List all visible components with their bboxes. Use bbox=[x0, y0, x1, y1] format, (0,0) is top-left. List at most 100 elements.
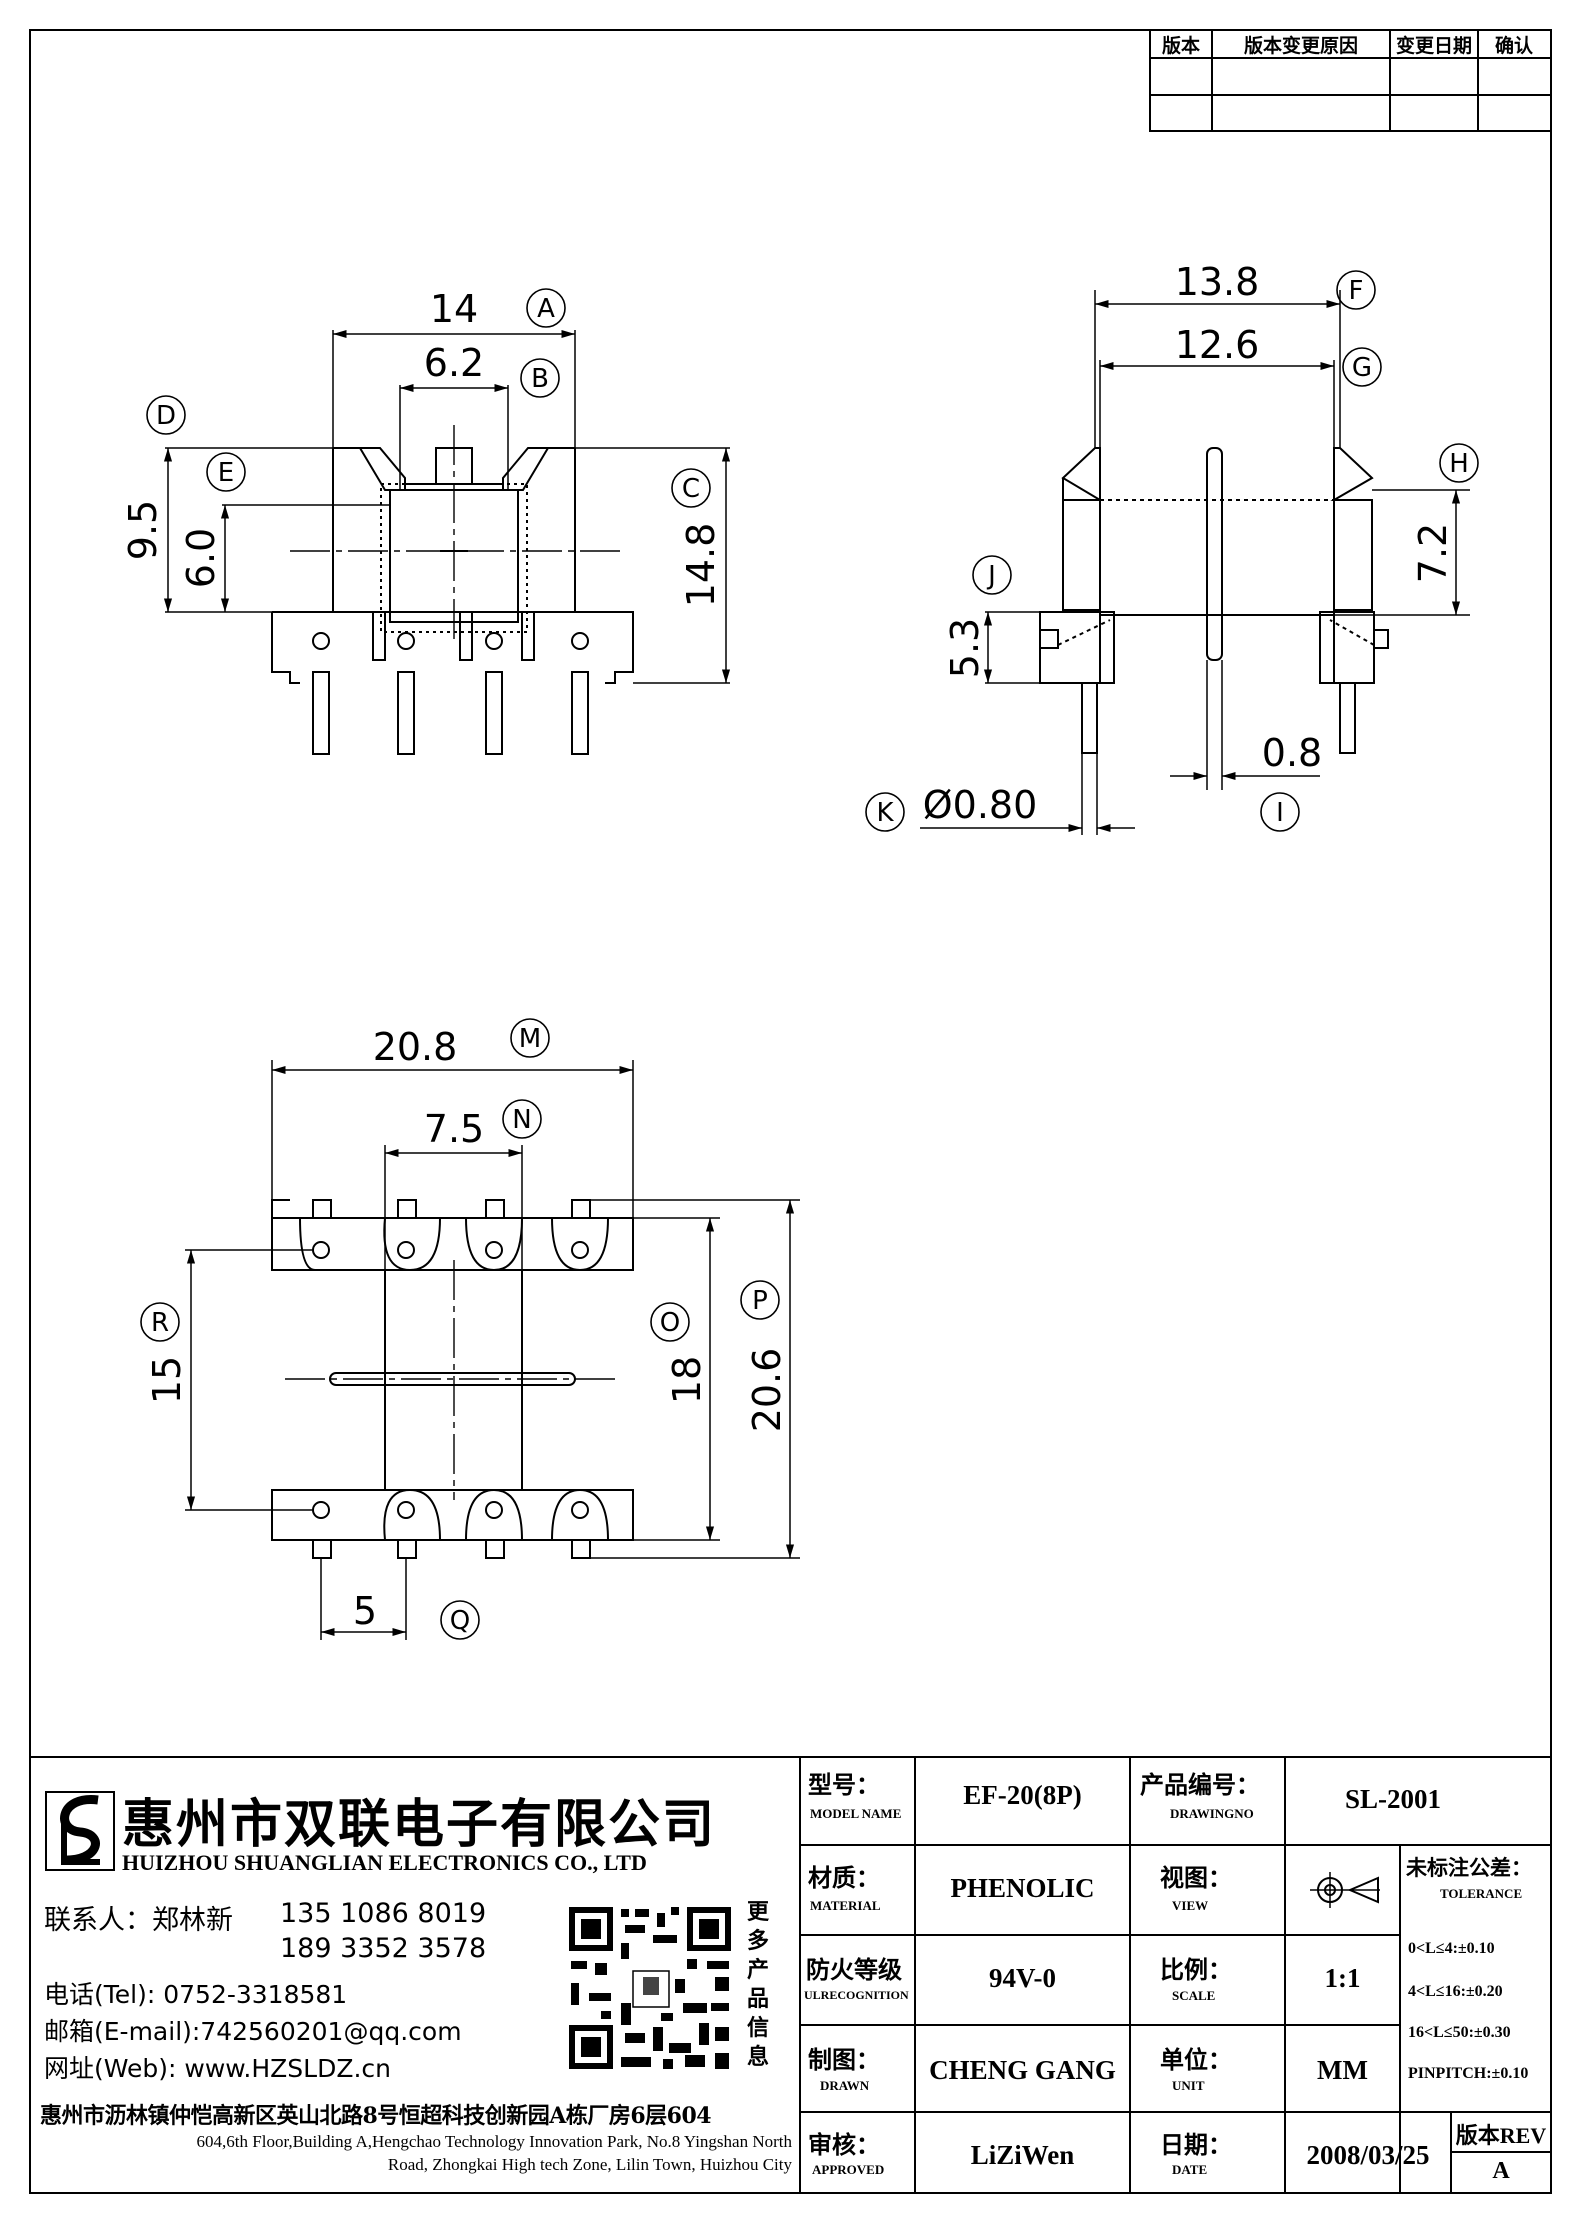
model-label: 型号： bbox=[808, 1770, 880, 1799]
revision-label: 版本REV bbox=[1455, 2123, 1547, 2148]
dim-J-value: 5.3 bbox=[943, 618, 987, 678]
bubble-I: I bbox=[1276, 798, 1284, 828]
bubble-H: H bbox=[1449, 449, 1469, 479]
fire-value: 94V-0 bbox=[989, 1963, 1056, 1993]
date-value: 2008/03/25 bbox=[1306, 2140, 1430, 2170]
title-block-frame bbox=[30, 1756, 1551, 2193]
model-value: EF-20(8P) bbox=[963, 1780, 1082, 1810]
contact-tel: 电话(Tel): 0752-3318581 bbox=[44, 1980, 348, 2009]
fire-label: 防火等级 bbox=[806, 1955, 902, 1984]
approved-label: 审核： bbox=[808, 2130, 880, 2159]
bubble-O: O bbox=[660, 1308, 680, 1338]
front-view bbox=[271, 425, 634, 755]
bubble-P: P bbox=[752, 1286, 768, 1316]
approved-value: LiZiWen bbox=[970, 2140, 1075, 2170]
rev-header-confirm: 确认 bbox=[1495, 34, 1533, 57]
bubble-K: K bbox=[876, 798, 894, 828]
qr-code-icon bbox=[565, 1903, 735, 2073]
rev-header-date: 变更日期 bbox=[1396, 34, 1472, 57]
bubble-G: G bbox=[1352, 353, 1372, 383]
material-label: 材质： bbox=[808, 1863, 880, 1892]
model-label-en: MODEL NAME bbox=[810, 1806, 902, 1821]
bubble-B: B bbox=[531, 364, 549, 394]
revision-value: A bbox=[1492, 2158, 1510, 2184]
dim-B-value: 6.2 bbox=[424, 341, 484, 385]
contact-phone-1: 135 1086 8019 bbox=[280, 1898, 487, 1929]
rev-header-reason: 版本变更原因 bbox=[1244, 34, 1358, 57]
dim-Q-value: 5 bbox=[353, 1589, 377, 1633]
dim-K-value: Ø0.80 bbox=[923, 783, 1038, 827]
dim-I-value: 0.8 bbox=[1262, 731, 1322, 775]
contact-phone-2: 189 3352 3578 bbox=[280, 1933, 487, 1964]
drawn-label-en: DRAWN bbox=[820, 2078, 870, 2093]
date-label-en: DATE bbox=[1172, 2162, 1208, 2177]
bubble-M: M bbox=[519, 1024, 541, 1054]
qr-caption: 更 多 产 品 信 息 bbox=[745, 1898, 771, 2072]
approved-label-en: APPROVED bbox=[812, 2162, 885, 2177]
fire-label-en: ULRECOGNITION bbox=[804, 1988, 909, 2002]
unit-label-en: UNIT bbox=[1172, 2078, 1205, 2093]
company-name-cn: 惠州市双联电子有限公司 bbox=[122, 1794, 717, 1855]
view-label: 视图： bbox=[1160, 1863, 1232, 1892]
dim-N-value: 7.5 bbox=[424, 1107, 484, 1151]
scale-value: 1:1 bbox=[1324, 1963, 1361, 1993]
scale-label: 比例： bbox=[1160, 1955, 1232, 1984]
address-cn: 惠州市沥林镇仲恺高新区英山北路8号恒超科技创新园A栋厂房6层604 bbox=[40, 2103, 712, 2129]
company-name-en: HUIZHOU SHUANGLIAN ELECTRONICS CO., LTD bbox=[122, 1850, 647, 1875]
unit-value: MM bbox=[1317, 2055, 1368, 2085]
dim-R-value: 15 bbox=[145, 1356, 189, 1404]
drawing-no-label: 产品编号： bbox=[1140, 1770, 1260, 1799]
revision-table bbox=[1149, 29, 1552, 132]
drawing-no-value: SL-2001 bbox=[1345, 1784, 1442, 1814]
dim-H-value: 7.2 bbox=[1411, 523, 1455, 583]
qr-caption-char: 多 bbox=[746, 1928, 769, 1954]
side-bubbles bbox=[865, 270, 1479, 832]
dim-P-value: 20.6 bbox=[745, 1348, 789, 1433]
bubble-N: N bbox=[512, 1105, 531, 1135]
company-logo bbox=[45, 1791, 115, 1871]
drawing-no-label-en: DRAWINGNO bbox=[1170, 1806, 1254, 1821]
contact-email: 邮箱(E-mail):742560201@qq.com bbox=[44, 2017, 462, 2046]
rev-header-version: 版本 bbox=[1162, 34, 1200, 57]
bubble-C: C bbox=[682, 474, 700, 504]
side-view bbox=[1039, 447, 1389, 754]
qr-caption-char: 信 bbox=[746, 2015, 769, 2041]
unit-label: 单位： bbox=[1160, 2045, 1232, 2074]
dim-E-value: 6.0 bbox=[179, 528, 223, 588]
drawn-value: CHENG GANG bbox=[929, 2055, 1116, 2085]
material-value: PHENOLIC bbox=[950, 1873, 1095, 1903]
bottom-view-dimensions bbox=[185, 1060, 800, 1640]
sheet-border bbox=[29, 29, 1552, 2194]
material-label-en: MATERIAL bbox=[810, 1898, 881, 1913]
qr-caption-char: 息 bbox=[746, 2044, 769, 2070]
qr-caption-char: 更 bbox=[746, 1899, 769, 1925]
tolerance-row-2: 4<L≤16:±0.20 bbox=[1408, 1983, 1503, 2000]
tolerance-row-1: 0<L≤4:±0.10 bbox=[1408, 1940, 1495, 1957]
qr-caption-char: 产 bbox=[746, 1957, 769, 1983]
date-label: 日期： bbox=[1160, 2130, 1232, 2159]
scale-label-en: SCALE bbox=[1172, 1988, 1216, 2003]
front-bubbles bbox=[146, 288, 711, 508]
contact-web: 网址(Web): www.HZSLDZ.cn bbox=[44, 2054, 392, 2083]
qr-caption-char: 品 bbox=[746, 1986, 769, 2012]
projection-symbol-icon bbox=[1310, 1872, 1380, 1908]
dim-D-value: 9.5 bbox=[121, 500, 165, 560]
bubble-A: A bbox=[537, 294, 555, 324]
address-en-line1: 604,6th Floor,Building A,Hengchao Techno… bbox=[196, 2132, 792, 2151]
dim-F-value: 13.8 bbox=[1175, 260, 1260, 304]
bubble-Q: Q bbox=[450, 1606, 470, 1636]
dim-A-value: 14 bbox=[430, 287, 478, 331]
tolerance-label-en: TOLERANCE bbox=[1440, 1886, 1523, 1901]
dim-G-value: 12.6 bbox=[1175, 323, 1260, 367]
side-view-dimensions bbox=[920, 290, 1470, 835]
bubble-D: D bbox=[156, 401, 176, 431]
drawn-label: 制图： bbox=[808, 2045, 880, 2074]
bottom-view bbox=[271, 1199, 634, 1559]
bubble-E: E bbox=[218, 458, 234, 488]
bubble-J: J bbox=[986, 561, 996, 591]
front-view-dimensions bbox=[163, 329, 731, 684]
tolerance-row-4: PINPITCH:±0.10 bbox=[1408, 2065, 1529, 2082]
contact-person: 联系人：郑林新 bbox=[44, 1905, 233, 1936]
tolerance-row-3: 16<L≤50:±0.30 bbox=[1408, 2024, 1511, 2041]
